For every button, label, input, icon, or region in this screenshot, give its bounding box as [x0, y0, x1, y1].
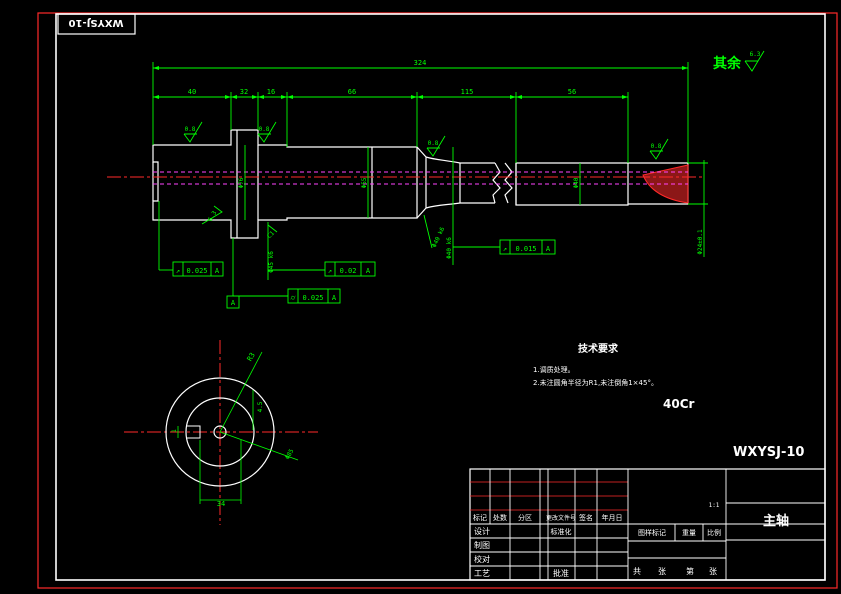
rev-col-5: 签名 [579, 513, 593, 522]
scale-value: 1:1 [709, 502, 720, 509]
remaining-roughness-label: 其余 [713, 55, 742, 72]
row-draw: 制图 [474, 540, 490, 550]
part-name: 主轴 [763, 513, 789, 529]
tol-2-symbol: ↗ [328, 267, 332, 275]
sheet-unit-1: 张 [658, 567, 666, 576]
section-diameter: Φ85 [284, 447, 296, 460]
tol-3-symbol: ↗ [503, 245, 507, 253]
sheet-total: 共 [633, 567, 641, 576]
roughness-5: 6.3 [207, 209, 219, 222]
row-design: 设计 [474, 526, 490, 536]
dim-segment-3: 16 [267, 88, 275, 96]
cross-section-view: R3 4.5 1 34 Φ85 [124, 340, 318, 525]
tol-3-datum: A [546, 245, 551, 253]
dim-chamfer: C1 [266, 230, 276, 240]
dimension-lines [152, 62, 708, 297]
sheet-current: 第 [686, 566, 694, 576]
stage-mark: 图样标记 [638, 528, 666, 537]
roughness-symbols [183, 50, 765, 225]
section-keyway-depth: 4.5 [257, 401, 264, 412]
rev-col-3: 分区 [518, 513, 532, 522]
dim-diameter-40: Φ40 [573, 177, 580, 188]
remaining-roughness-value: 6.3 [750, 51, 761, 58]
rev-col-1: 标记 [473, 513, 487, 522]
section-keyway-width: 1 [171, 429, 178, 433]
dim-overall-length: 324 [414, 59, 427, 67]
section-radius: R3 [246, 351, 257, 362]
dim-segment-5: 115 [461, 88, 474, 96]
rev-col-6: 年月日 [602, 513, 623, 522]
rev-col-2: 处数 [493, 513, 507, 522]
tol-1-value: 0.025 [186, 267, 207, 275]
rev-col-4: 更改文件号 [546, 514, 576, 522]
tol-2-value: 0.02 [340, 267, 357, 275]
tech-req-title: 技术要求 [578, 342, 619, 355]
stage-weight: 重量 [682, 529, 696, 537]
tol-1-datum: A [215, 267, 220, 275]
inner-border [55, 13, 826, 581]
tech-req-item-1: 1.调质处理。 [533, 365, 575, 374]
dim-diameter-55: Φ55 [361, 177, 368, 188]
dimension-arrows [153, 66, 688, 99]
code-box [57, 13, 136, 35]
sheet-unit-2: 张 [709, 567, 717, 576]
tech-req-item-2: 2.未注圆角半径为R1,未注倒角1×45°。 [533, 378, 658, 387]
drawing-code: WXYSJ-10 [733, 445, 804, 460]
dim-diameter-24: Φ24±0.1 [697, 229, 704, 255]
roughness-4: 0.8 [651, 143, 662, 150]
dim-segment-2: 32 [240, 88, 248, 96]
material-label: 40Cr [663, 397, 695, 411]
roughness-2: 0.8 [259, 126, 270, 133]
tol-3-value: 0.015 [515, 245, 536, 253]
roughness-3: 0.8 [428, 140, 439, 147]
tol-2-datum: A [366, 267, 371, 275]
shaft-front-view [152, 129, 689, 239]
dim-fit-40a: Φ40 k6 [446, 237, 453, 259]
row-process: 工艺 [474, 569, 490, 578]
tol-4-datum: A [332, 294, 337, 302]
stage-scale: 比例 [707, 528, 721, 537]
tolerance-frames [172, 239, 556, 309]
tol-4-symbol: ⌭ [290, 294, 295, 302]
tol-1-symbol: ↗ [176, 267, 180, 275]
dim-diameter-76: Φ76 [238, 177, 245, 188]
dim-segment-1: 40 [188, 88, 196, 96]
row-approve: 批准 [553, 568, 569, 578]
title-block: 标记 处数 分区 更改文件号 签名 年月日 设计 制图 校对 工艺 标准化 批准… [469, 468, 826, 581]
tol-4-value: 0.025 [302, 294, 323, 302]
section-width: 34 [217, 500, 225, 508]
datum-a-label: A [231, 299, 236, 307]
row-standardize: 标准化 [551, 527, 572, 536]
outer-border [37, 12, 838, 589]
row-check: 校对 [474, 554, 490, 564]
dim-segment-4: 66 [348, 88, 356, 96]
dim-fit-45: Φ45 k6 [268, 251, 275, 273]
roughness-1: 0.8 [185, 126, 196, 133]
dim-segment-6: 56 [568, 88, 576, 96]
code-box-text: WXYSJ-10 [68, 17, 123, 28]
